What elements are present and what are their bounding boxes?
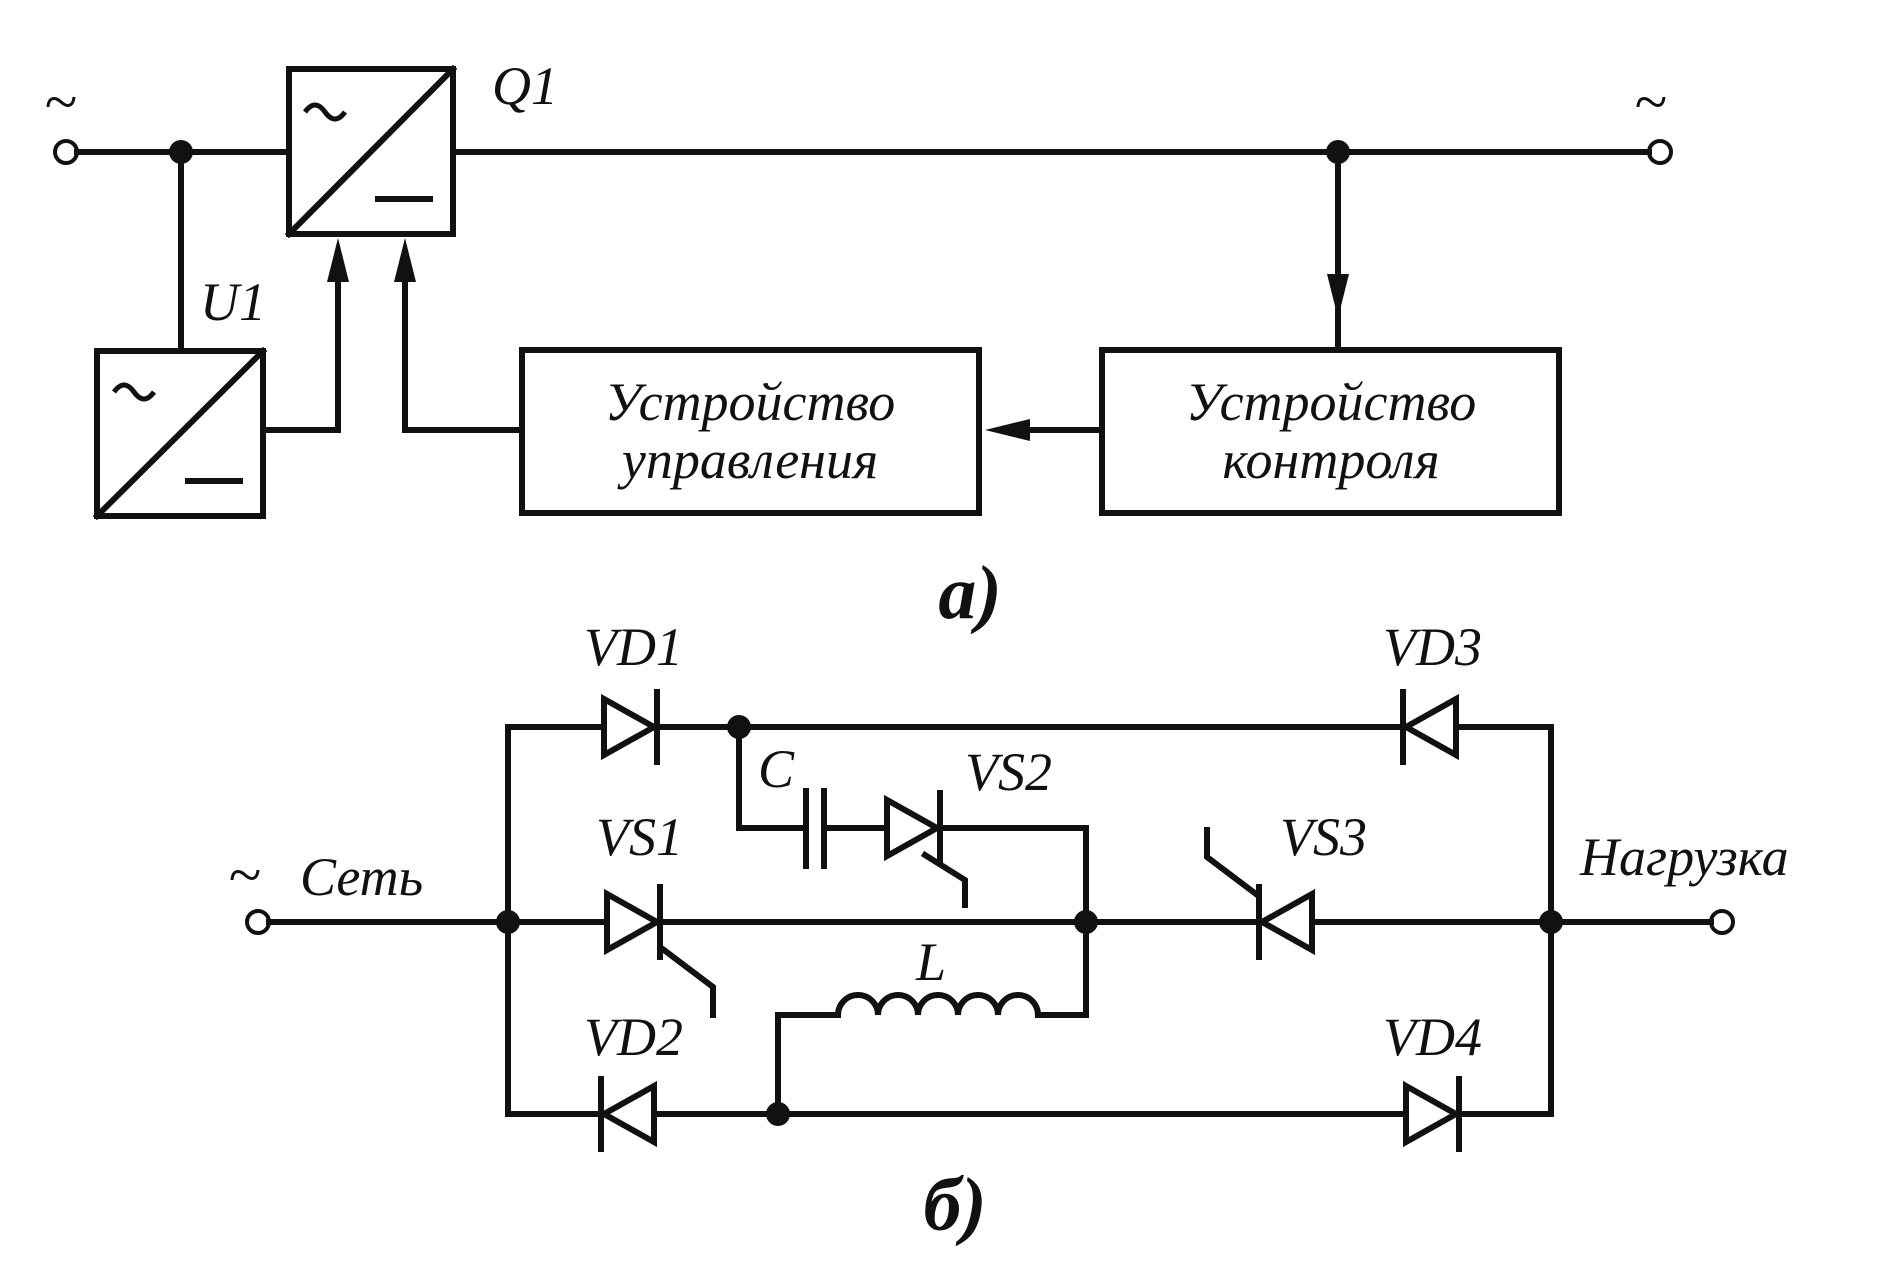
control-to-q1-arrow [394, 238, 416, 282]
load-terminal [1709, 909, 1735, 935]
thyristor-vs2-gate [920, 850, 968, 908]
thyristor-vs3 [1255, 888, 1315, 956]
converter-u1-diagonal [92, 346, 268, 521]
u1-to-q1-arrow [327, 238, 349, 282]
diagram-b-caption: б) [923, 1163, 986, 1247]
converter-u1-label: U1 [200, 272, 266, 332]
diode-vd2 [597, 1080, 657, 1148]
thyristor-vs1-gate [659, 945, 716, 1018]
diode-vd4 [1403, 1080, 1463, 1148]
diode-vd4-label: VD4 [1383, 1007, 1482, 1067]
converter-u1-ac-mark [111, 382, 157, 402]
inductor-feed-left [775, 1012, 841, 1117]
diode-vd1-label: VD1 [584, 617, 683, 677]
u1-to-q1-line [260, 275, 341, 433]
control-to-q1-line [402, 275, 525, 433]
control-unit-label-line2: управления [617, 430, 878, 490]
input-ac-symbol: ~ [44, 69, 76, 135]
vs2-to-midpoint [940, 825, 1089, 925]
inductor-l-label: L [915, 932, 946, 992]
circuit-diagram-b: ~ Сеть Нагрузка VD1 VD3 C VS2 [228, 617, 1789, 1247]
network-terminal [245, 909, 271, 935]
thyristor-vs1 [604, 888, 664, 956]
inductor-feed-right [1035, 919, 1089, 1018]
control-unit-box [519, 347, 982, 516]
load-label: Нагрузка [1579, 827, 1789, 887]
converter-q1-ac-mark [302, 102, 348, 122]
monitor-unit-label-line2: контроля [1222, 430, 1439, 490]
thyristor-vs2-label: VS2 [965, 742, 1052, 802]
capacitor-c-label: C [758, 739, 795, 799]
converter-q1-label: Q1 [492, 56, 558, 116]
capacitor-feed [736, 724, 806, 831]
control-unit-label-line1: Устройство [605, 372, 895, 432]
monitor-to-control-arrow [985, 419, 1030, 441]
diode-vd1 [601, 693, 661, 761]
thyristor-vs3-label: VS3 [1280, 807, 1367, 867]
line-to-monitor-arrow [1327, 274, 1349, 318]
block-diagram-a: ~ ~ Q1 U1 Устро [44, 56, 1673, 635]
inductor-l [834, 992, 1042, 1019]
converter-q1-diagonal [284, 64, 458, 239]
bottom-junction [766, 1102, 790, 1126]
thyristor-vs2 [884, 794, 944, 862]
diode-vd3-label: VD3 [1383, 617, 1482, 677]
output-ac-symbol: ~ [1634, 69, 1666, 135]
network-ac-symbol: ~ [228, 842, 260, 908]
thyristor-vs1-label: VS1 [596, 807, 683, 867]
monitor-unit-label-line1: Устройство [1186, 372, 1476, 432]
thyristor-vs3-gate [1204, 827, 1261, 899]
diode-vd3 [1399, 693, 1459, 761]
monitor-unit-box [1099, 347, 1562, 516]
diode-vd2-label: VD2 [584, 1007, 683, 1067]
diagram-a-caption: а) [938, 551, 1001, 635]
network-label: Сеть [300, 847, 423, 907]
input-terminal [53, 139, 79, 165]
output-terminal [1647, 139, 1673, 165]
